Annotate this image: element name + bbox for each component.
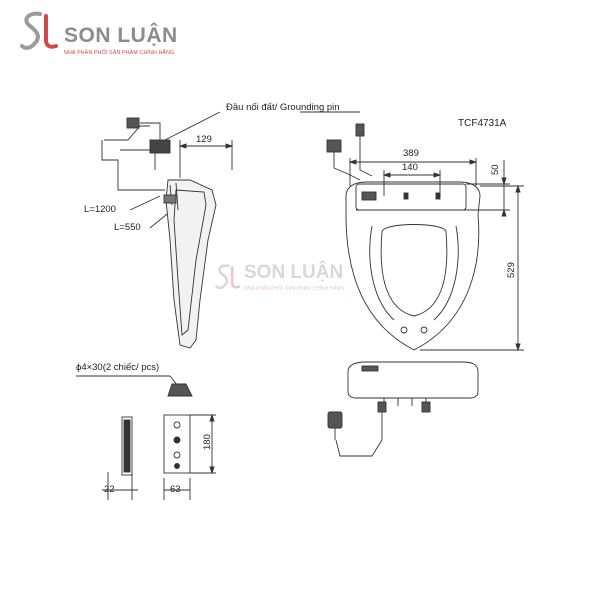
grounding-cable xyxy=(300,111,373,181)
watermark-name: SON LUẬN xyxy=(244,262,344,283)
seat-top-view xyxy=(345,181,481,351)
dim-top-offset-label: 50 xyxy=(490,164,501,175)
model-label: TCF4731A xyxy=(458,118,507,129)
dim-seat-width xyxy=(348,158,478,186)
dim-plate-thickness-label: 22 xyxy=(104,484,115,495)
dim-seat-length xyxy=(420,184,524,352)
brand-logo-mark xyxy=(20,11,58,50)
leader-cable-long xyxy=(129,195,161,211)
dim-inner-width-label: 140 xyxy=(402,162,418,173)
brand-tagline: NHÀ PHÂN PHỐI SẢN PHẨM CHÍNH HÃNG xyxy=(64,50,175,56)
dim-inner-width xyxy=(382,170,442,196)
dim-seat-length-label: 529 xyxy=(506,262,517,278)
dim-side-depth-label: 129 xyxy=(196,134,212,145)
seat-side-view xyxy=(163,179,217,349)
watermark: SON LUẬN NHÀ PHÂN PHỐI SẢN PHẨM CHÍNH HÃ… xyxy=(214,256,384,306)
grounding-label: Đầu nối đất/ Grounding pin xyxy=(226,102,340,113)
dim-seat-width-label: 389 xyxy=(403,148,419,159)
power-cable xyxy=(101,111,221,191)
dim-plate-width-label: 63 xyxy=(170,484,181,495)
screw-label: ϕ4×30(2 chiếc/ pcs) xyxy=(76,362,160,373)
watermark-tagline: NHÀ PHÂN PHỐI SẢN PHẨM CHÍNH HÃNG xyxy=(244,286,345,292)
dim-plate-height-label: 180 xyxy=(202,434,213,450)
screw-icon xyxy=(76,375,193,397)
cable-long-label: L=1200 xyxy=(84,204,116,215)
dim-side-depth xyxy=(178,140,234,178)
plate-side-view xyxy=(102,416,138,500)
plate-front-view xyxy=(163,413,216,500)
cable-short-label: L=550 xyxy=(114,222,141,233)
seat-rear-view xyxy=(327,361,479,457)
brand-logo: SON LUẬN NHÀ PHÂN PHỐI SẢN PHẨM CHÍNH HÃ… xyxy=(18,10,198,58)
watermark-logo-icon xyxy=(215,264,240,290)
brand-name: SON LUẬN xyxy=(64,24,178,47)
dim-top-offset xyxy=(466,160,510,217)
